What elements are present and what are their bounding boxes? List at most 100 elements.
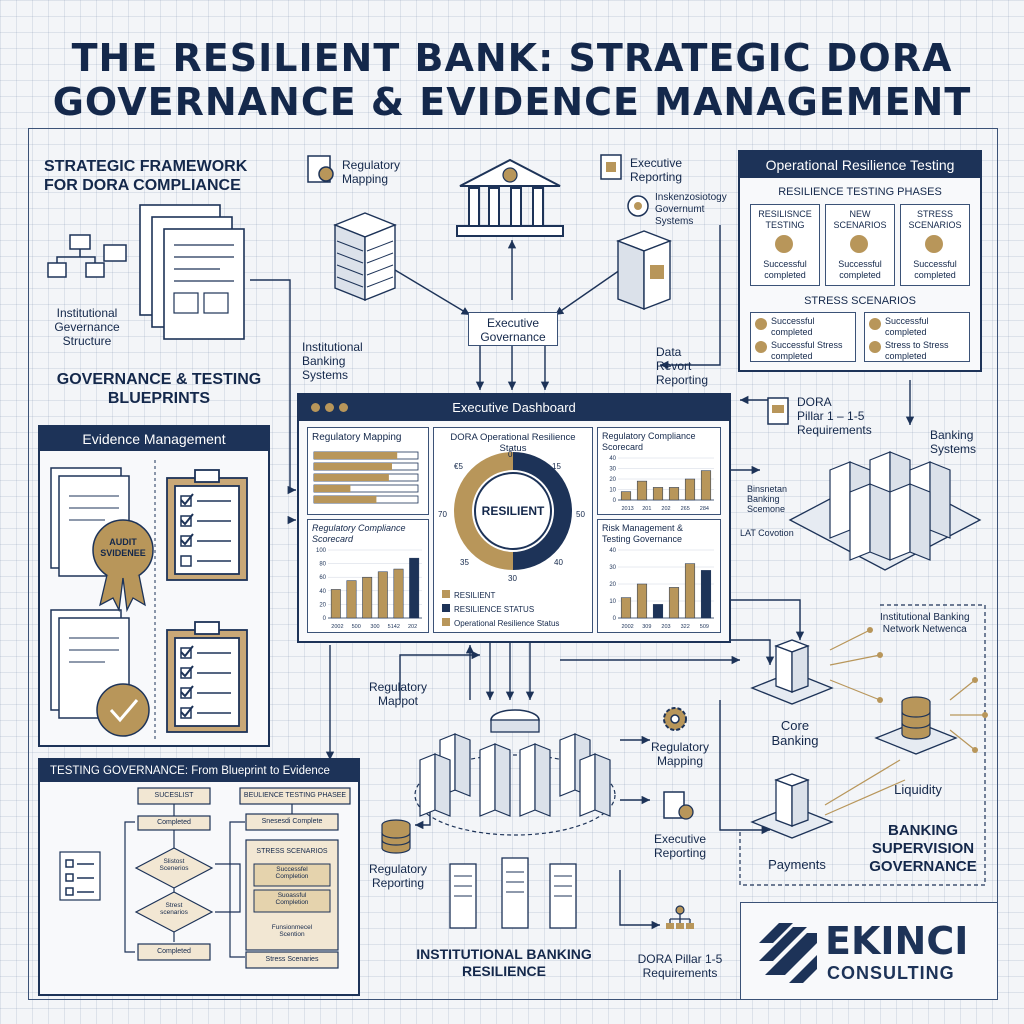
hierarchy-icon xyxy=(666,905,694,929)
bar-2 xyxy=(314,474,389,481)
window-dot-icon xyxy=(311,403,320,412)
ort-header: Operational Resilience Testing xyxy=(740,152,980,178)
bar-2 xyxy=(362,576,373,619)
binsnetan-label: Binsnetan Banking Scemone xyxy=(747,484,788,514)
payments-server-icon xyxy=(750,773,834,839)
x-tick: 2013 xyxy=(621,506,633,512)
bar-3 xyxy=(668,487,680,501)
ort-phase-2: NEW SCENARIOS Successful completed xyxy=(825,204,895,286)
tg-left-1: SUCESLIST xyxy=(154,792,194,799)
ort-stress-title: STRESS SCENARIOS xyxy=(804,295,916,307)
tg-right-header: BEULIENCE TESTING PHASEE xyxy=(243,792,347,799)
x-tick: 202 xyxy=(661,506,670,512)
bar-0 xyxy=(620,597,632,619)
donut-tick-40: 40 xyxy=(554,558,563,567)
legend-swatch xyxy=(442,618,450,626)
logo-area: EKINCI CONSULTING xyxy=(740,902,997,999)
dashboard-header: Executive Dashboard xyxy=(452,400,576,415)
bar-4 xyxy=(393,568,404,619)
ort-phase-1: RESILISNCE TESTING Successful completed xyxy=(750,204,820,286)
server-rack-right-icon xyxy=(616,230,672,311)
executive-governance-label: Executive Governance xyxy=(480,316,546,344)
bar-5 xyxy=(700,570,712,619)
legend-swatch xyxy=(442,590,450,598)
institutional-banking-resilience-title: INSTITUTIONAL BANKING RESILIENCE xyxy=(398,946,610,980)
y-tick: 40 xyxy=(609,548,616,554)
logo-sub: CONSULTING xyxy=(827,963,955,983)
y-tick: 40 xyxy=(609,456,616,462)
x-tick: 2002 xyxy=(621,624,633,630)
resilience-donut xyxy=(454,452,572,570)
ort-stress-right-1: Successful completed xyxy=(885,316,929,337)
donut-tick-e5: €5 xyxy=(454,462,463,471)
payments-label: Payments xyxy=(768,857,826,872)
governance-systems-label: Inskenzosiotogy Governumt Systems xyxy=(655,192,727,227)
y-tick: 0 xyxy=(613,616,617,622)
window-dot-icon xyxy=(325,403,334,412)
tg-right-5: Funsionmecel Scention xyxy=(271,924,313,938)
title-line-2: GOVERNANCE & EVIDENCE MANAGEMENT xyxy=(52,80,972,124)
bank-building-icon xyxy=(456,158,564,237)
x-tick: 322 xyxy=(681,624,690,630)
tg-left-4: Strest scenarios xyxy=(160,902,188,916)
core-banking-server-icon xyxy=(750,639,834,705)
operational-resilience-testing-panel: Operational Resilience Testing RESILIENC… xyxy=(738,150,982,372)
documents-icon xyxy=(139,204,245,340)
central-hub-server-icon xyxy=(414,709,616,836)
y-tick: 40 xyxy=(319,589,326,595)
dora-pillar-icon xyxy=(767,397,789,425)
database-icon xyxy=(381,819,411,854)
donut-tick-70: 70 xyxy=(438,510,447,519)
panel-scorecard-bottom-title: Regulatory Compliance Scorecard xyxy=(312,523,406,544)
panel-risk-management-title: Risk Management & Testing Governance xyxy=(602,523,684,544)
report-doc-icon xyxy=(663,791,694,820)
tg-right-3: Successfel Completion xyxy=(275,866,309,880)
panel-regulatory-mapping-title: Regulatory Mapping xyxy=(312,432,402,443)
core-banking-label: Core Banking xyxy=(771,718,819,748)
y-tick: 20 xyxy=(609,582,616,588)
governance-systems-icon xyxy=(627,195,649,217)
tg-left-3: Slistost Scenerios xyxy=(159,858,189,872)
donut-tick-35: 35 xyxy=(460,558,469,567)
banking-supervision-governance: BANKING SUPERVISION GOVERNANCE xyxy=(858,822,988,876)
diagram-frame xyxy=(28,128,998,1000)
y-tick: 30 xyxy=(609,467,616,473)
bar-2 xyxy=(652,487,664,501)
banking-systems-label: Banking Systems xyxy=(930,428,977,456)
executive-reporting-label-top: Executive Reporting xyxy=(630,156,683,184)
framework-heading: STRATEGIC FRAMEWORK FOR DORA COMPLIANCE xyxy=(44,157,274,195)
check-icon xyxy=(850,235,868,253)
ort-phase-3-name: STRESS SCENARIOS xyxy=(908,209,962,230)
blueprints-heading-line-1: GOVERNANCE & TESTING xyxy=(56,371,262,388)
executive-reporting-icon xyxy=(600,154,622,180)
y-tick: 10 xyxy=(609,488,616,494)
bar-4 xyxy=(684,478,696,501)
y-tick: 100 xyxy=(316,548,327,554)
regulatory-mapping-label-bottom: Regulatory Mapping xyxy=(650,740,710,768)
bar-5 xyxy=(700,470,712,501)
ort-stress-right: Successful completed Stress to Stress co… xyxy=(864,312,970,362)
x-tick: 202 xyxy=(408,624,417,630)
ort-stress-left: Successful completed Successful Stress c… xyxy=(750,312,856,362)
panel-scorecard-top-title: Regulatory Compliance Scorecard xyxy=(602,431,696,452)
blueprints-heading-line-2: BLUEPRINTS xyxy=(107,390,211,407)
executive-reporting-label-bottom: Executive Reporting xyxy=(653,832,707,860)
ort-phase-2-name: NEW SCENARIOS xyxy=(833,209,887,230)
testing-governance-header: TESTING GOVERNANCE: From Blueprint to Ev… xyxy=(40,760,358,782)
ibr-title-line-2: RESILIENCE xyxy=(461,963,546,979)
tg-right-4: Suoassful Completion xyxy=(275,892,309,906)
bar-0 xyxy=(330,589,341,619)
check-icon xyxy=(925,235,943,253)
server-towers-icon xyxy=(449,857,577,929)
supervision-line-2: SUPERVISION xyxy=(871,840,975,857)
legend-item-1: RESILIENT xyxy=(454,591,496,600)
regulatory-mapping-label-top: Regulatory Mapping xyxy=(342,158,401,186)
banking-server-cluster-icon xyxy=(788,451,982,571)
lat-label: LAT Covotion xyxy=(740,528,794,538)
x-tick: 509 xyxy=(700,624,709,630)
supervision-line-1: BANKING xyxy=(888,822,958,839)
